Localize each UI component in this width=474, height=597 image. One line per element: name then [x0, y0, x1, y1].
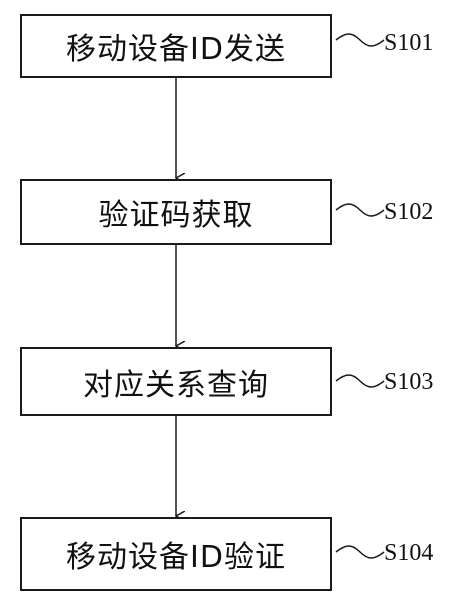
step-text-s101: 移动设备ID发送 [66, 32, 286, 67]
leader-s101 [335, 33, 385, 47]
step-label-s102: S102 [384, 199, 434, 225]
step-text-s103: 对应关系查询 [83, 367, 269, 403]
step-box-s101: 移动设备ID发送 [20, 14, 332, 78]
leader-s104 [335, 545, 385, 559]
step-label-s101: S101 [384, 30, 434, 56]
step-box-s104: 移动设备ID验证 [20, 517, 332, 591]
step-label-s103: S103 [384, 369, 434, 395]
step-box-s103: 对应关系查询 [20, 347, 332, 416]
leader-s103 [335, 374, 385, 388]
step-text-s104: 移动设备ID验证 [66, 540, 286, 575]
step-text-s102: 验证码获取 [98, 198, 254, 233]
step-box-s102: 验证码获取 [20, 179, 332, 245]
step-label-s104: S104 [384, 540, 434, 566]
leader-s102 [335, 203, 385, 217]
